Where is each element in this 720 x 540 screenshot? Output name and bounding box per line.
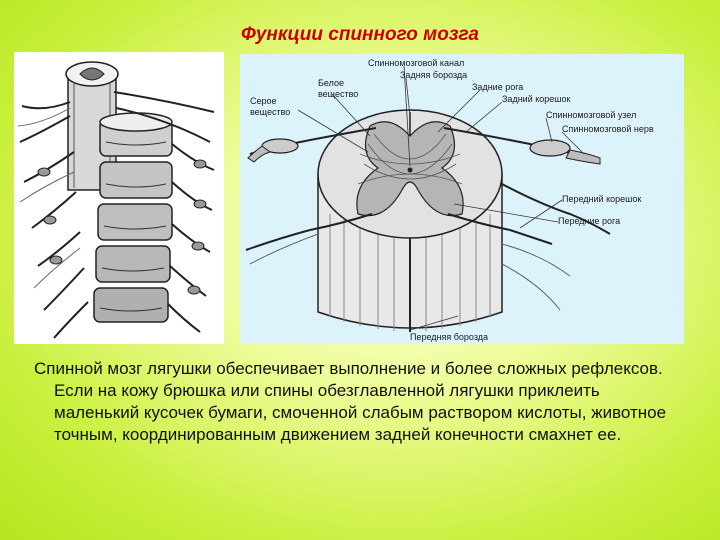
vertebral-column-drawing <box>17 61 215 339</box>
label-gray-matter-2: вещество <box>250 107 290 117</box>
label-spinal-nerve: Спинномозговой нерв <box>562 124 654 134</box>
label-spinal-ganglion: Спинномозговой узел <box>546 110 636 120</box>
slide-title: Функции спинного мозга <box>241 24 479 45</box>
spinal-cord-cross-section-diagram: Серое вещество Белое вещество Спинномозг… <box>240 54 684 344</box>
label-posterior-sulcus: Задняя борозда <box>400 70 467 80</box>
label-anterior-root: Передний корешок <box>562 194 641 204</box>
body-text-block: Спинной мозг лягушки обеспечивает выполн… <box>34 358 684 446</box>
label-posterior-root: Задний корешок <box>502 94 570 104</box>
label-white-matter: Белое <box>318 78 344 88</box>
spinal-cord-drawing: Серое вещество Белое вещество Спинномозг… <box>245 58 654 342</box>
label-anterior-fissure: Передняя борозда <box>410 332 488 342</box>
label-anterior-horns: Передние рога <box>558 216 620 226</box>
label-white-matter-2: вещество <box>318 89 358 99</box>
body-paragraph: Спинной мозг лягушки обеспечивает выполн… <box>34 359 667 444</box>
label-posterior-horns: Задние рога <box>472 82 523 92</box>
label-central-canal: Спинномозговой канал <box>368 58 464 68</box>
vertebral-column-illustration <box>14 52 224 344</box>
label-gray-matter: Серое <box>250 96 277 106</box>
